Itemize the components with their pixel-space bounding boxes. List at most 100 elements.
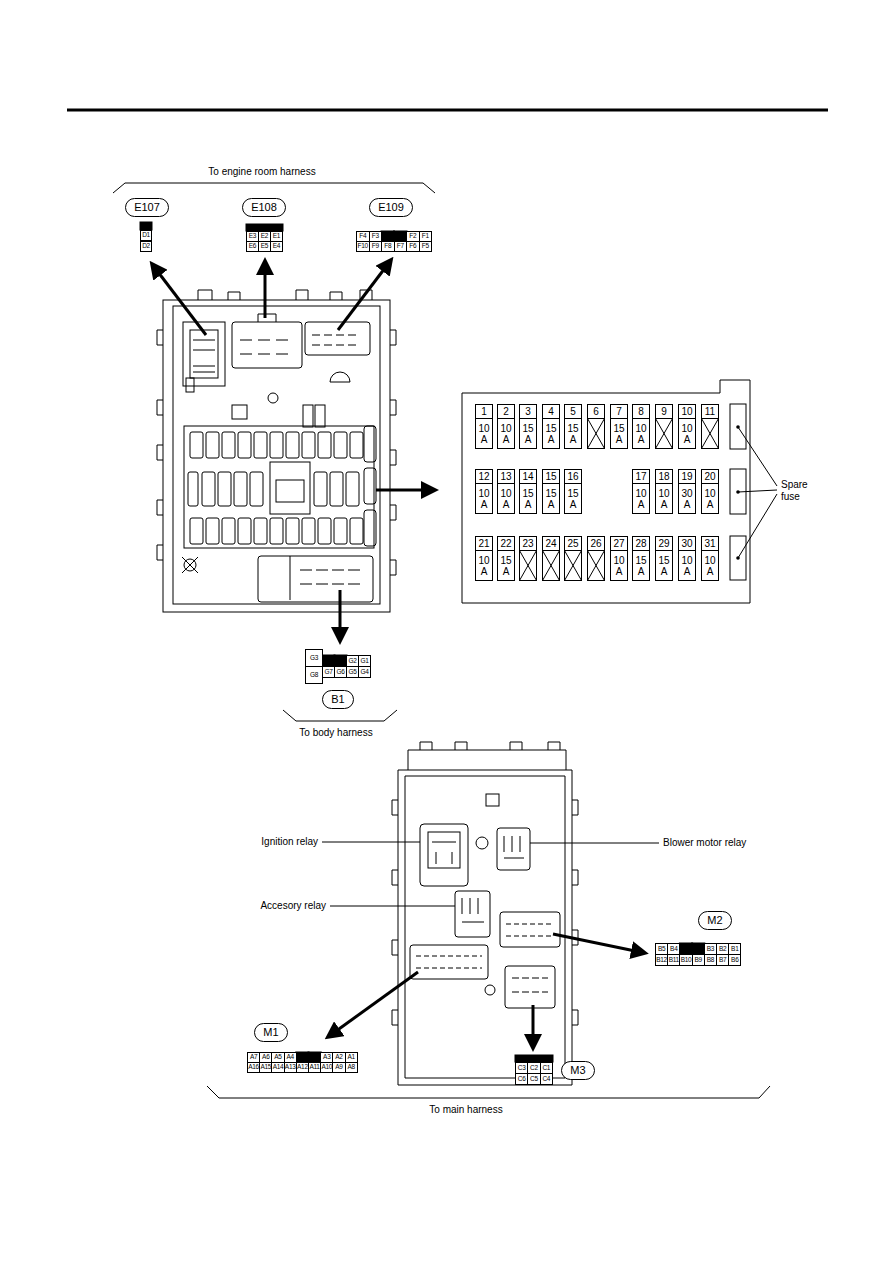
housing-tabs <box>408 742 566 770</box>
fuse <box>334 518 347 544</box>
pin-cell: G4 <box>358 666 371 678</box>
unused-cross <box>543 551 560 581</box>
fuse-cell: 10 A <box>475 550 493 581</box>
fuse-cell: 10 A <box>701 550 719 581</box>
fuse-cell: 16 <box>564 469 582 484</box>
label-text: Accesory relay <box>260 900 326 912</box>
fuse-cell: 10 A <box>701 483 719 514</box>
pin-cell: F9 <box>369 241 383 252</box>
fuse-cell: 10 A <box>497 418 515 449</box>
connector-tag: E109 <box>369 198 413 217</box>
blank-pin <box>140 222 152 230</box>
fuse <box>206 432 219 458</box>
harness-bracket <box>113 183 435 193</box>
fuse-cell: 28 <box>632 536 650 551</box>
fuse <box>330 472 343 506</box>
pin-cell: A8 <box>345 1062 358 1073</box>
unused-cross <box>702 419 719 449</box>
fuse <box>202 472 215 506</box>
connector-name: B1 <box>331 693 344 705</box>
blank-pin <box>515 1055 553 1062</box>
fuse <box>218 472 231 506</box>
relay-pins <box>504 836 524 858</box>
pin-cell: B11 <box>667 954 680 966</box>
spare-fuse-slot <box>364 510 376 546</box>
harness-bracket <box>283 710 397 721</box>
unused-fuse <box>656 419 673 449</box>
label-text: Ignition relay <box>261 836 318 848</box>
fuse-cell: 15 A <box>655 550 673 581</box>
fuse-cell: 15 A <box>497 550 515 581</box>
fuse-cell: 10 A <box>475 418 493 449</box>
fuse-cell: 17 <box>632 469 650 484</box>
relay-pins <box>462 898 484 922</box>
unused-cross <box>656 419 673 449</box>
fuse-cell: 25 <box>564 536 582 551</box>
mounting-hole <box>268 393 278 403</box>
fuse-cell: 27 <box>610 536 628 551</box>
connector-tag: E108 <box>242 198 286 217</box>
connector-tag: E107 <box>125 198 169 217</box>
view-arrow <box>264 266 267 318</box>
fuse-cell: 15 A <box>542 483 560 514</box>
fuse-cell: 3 <box>519 404 537 419</box>
fuse <box>350 432 363 458</box>
pin-cell: E4 <box>270 241 283 252</box>
pin-cell: A13 <box>284 1062 297 1073</box>
label-text: To engine room harness <box>208 166 315 178</box>
fuse <box>222 432 235 458</box>
connector-pins <box>290 556 360 600</box>
mounting-hole <box>485 985 495 995</box>
fuse <box>334 432 347 458</box>
fuse <box>254 518 267 544</box>
unused-cross <box>588 419 605 449</box>
fuse-cell: 10 A <box>475 483 493 514</box>
fuse-cell: 15 A <box>519 483 537 514</box>
fuse-cell: 15 A <box>542 418 560 449</box>
relay <box>428 832 460 868</box>
pin-cell: A15 <box>259 1062 272 1073</box>
spare-fuse-slot <box>364 468 376 504</box>
fuse <box>270 432 283 458</box>
blank-pin <box>246 224 283 231</box>
fuse <box>238 518 251 544</box>
mounting-hole <box>476 837 488 849</box>
fuse-cell: 12 <box>475 469 493 484</box>
pin-cell: B10 <box>679 954 692 966</box>
fuse-cell: 15 A <box>610 418 628 449</box>
relay-block <box>270 462 310 514</box>
relay <box>420 824 468 886</box>
connector-name: M2 <box>707 914 722 926</box>
fuse-cell: 10 A <box>655 483 673 514</box>
fuse <box>346 472 359 506</box>
housing-side-tabs <box>392 800 578 1025</box>
housing-outline <box>163 300 390 612</box>
fuse <box>270 518 283 544</box>
fuse-cell: 7 <box>610 404 628 419</box>
pin-cell: D2 <box>140 241 152 252</box>
fuse-cell: 19 <box>678 469 696 484</box>
fuse-panel <box>462 380 750 603</box>
connector-housing <box>232 322 302 368</box>
leader-line <box>530 843 659 844</box>
fuse-cell: 10 A <box>678 550 696 581</box>
pin-cell: F7 <box>394 241 408 252</box>
unused-cross <box>588 551 605 581</box>
fuse-cell: 2 <box>497 404 515 419</box>
header-rule <box>67 109 828 112</box>
relay-block <box>276 480 304 502</box>
fuse-row <box>188 462 359 514</box>
leader-line <box>322 842 420 843</box>
pin-cell: G8 <box>305 666 323 684</box>
connector-tag: B1 <box>322 690 353 709</box>
fuse-cell: 15 A <box>519 418 537 449</box>
fuse-cell: 15 A <box>564 418 582 449</box>
fuse-cell: 29 <box>655 536 673 551</box>
relay-pins <box>432 842 456 864</box>
upper-fuse-block <box>157 290 396 612</box>
fuse-cell: 4 <box>542 404 560 419</box>
relay <box>497 828 530 870</box>
fuse <box>234 472 247 506</box>
fuse <box>350 518 363 544</box>
